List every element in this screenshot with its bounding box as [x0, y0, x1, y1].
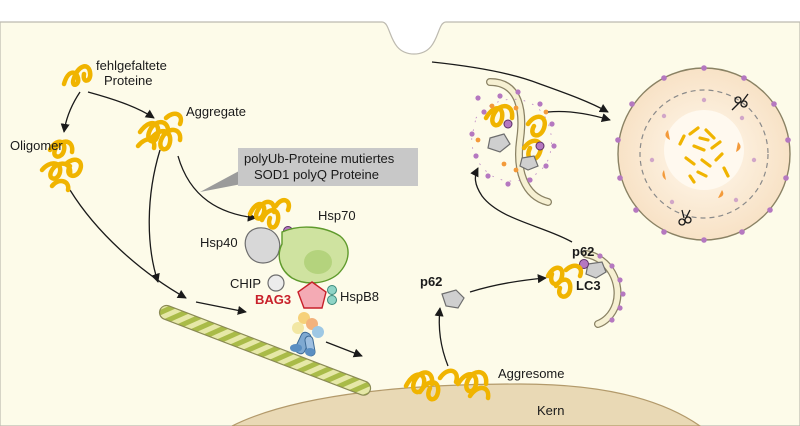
arrow-aggregate-down [148, 149, 161, 283]
microtubule [158, 304, 372, 396]
arrow-along-microtubule-1 [195, 301, 247, 315]
arrow-aggregate-to-complex [177, 155, 257, 222]
arrow-to-aggregate [87, 91, 155, 119]
p62-left-shape [441, 289, 465, 309]
chip-shape [267, 274, 285, 292]
label-lc3: LC3 [576, 278, 601, 293]
label-hspb8: HspB8 [340, 289, 379, 304]
dynein-motor [290, 312, 324, 357]
hsp40-shape [244, 227, 281, 264]
phagophore [545, 250, 626, 328]
hspb8-shape [327, 295, 337, 305]
chaperone-complex [244, 197, 349, 357]
bag3-shape [297, 281, 327, 309]
arrow-autophagosome-to-lysosome [547, 110, 611, 123]
arrow-p62-to-phagophore [469, 274, 547, 293]
autophagosome [469, 78, 557, 206]
label-aggregate: Aggregate [186, 104, 246, 119]
misfolded-protein [61, 64, 93, 87]
arrow-oligomer-to-microtubule [69, 189, 187, 299]
scissors-icon [731, 93, 749, 111]
nucleus [231, 383, 702, 426]
oligomer [39, 139, 84, 193]
aggregate [135, 111, 184, 152]
scissors-icon-2 [678, 209, 692, 226]
arrow-endocytosis-to-lysosome [431, 61, 609, 113]
label-p62-right: p62 [572, 244, 594, 259]
label-nucleus: Kern [537, 403, 564, 418]
arrow-to-autophagosome [470, 167, 573, 243]
label-hsp70: Hsp70 [318, 208, 356, 223]
label-misfolded-1: fehlgefaltete [96, 58, 167, 73]
label-aggresome: Aggresome [498, 366, 564, 381]
label-oligomer: Oligomer [10, 138, 63, 153]
arrow-to-oligomer [60, 91, 81, 133]
callout-box [200, 148, 418, 192]
arrow-along-microtubule-2 [325, 341, 363, 358]
label-misfolded-2: Proteine [104, 73, 152, 88]
autolysosome [615, 65, 791, 243]
label-hsp40: Hsp40 [200, 235, 238, 250]
aggresome [403, 368, 491, 402]
label-bag3: BAG3 [255, 292, 291, 307]
callout-line-2: SOD1 polyQ Proteine [254, 167, 379, 182]
callout-line-1: polyUb-Proteine mutiertes [244, 151, 395, 166]
label-chip: CHIP [230, 276, 261, 291]
label-p62-left: p62 [420, 274, 442, 289]
arrow-aggresome-to-p62 [434, 307, 449, 367]
